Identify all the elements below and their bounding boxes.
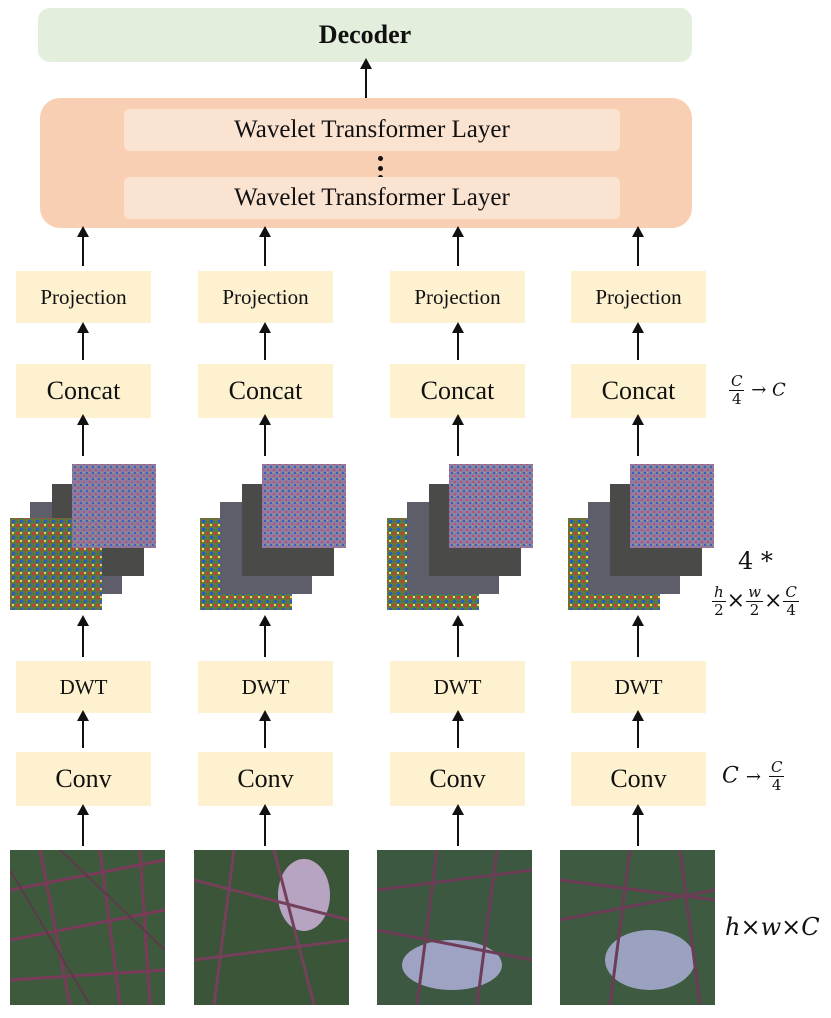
input-image-tile	[377, 850, 532, 1005]
decoder-block: Decoder	[38, 8, 692, 62]
arrow-subbands-to-concat	[452, 414, 464, 456]
arrow-input-to-conv	[632, 804, 644, 846]
arrow-input-to-conv	[77, 804, 89, 846]
conv-block: Conv	[571, 752, 706, 806]
wavelet-transformer-layer-bottom: Wavelet Transformer Layer	[124, 177, 620, 219]
arrow-to-decoder	[360, 58, 372, 98]
projection-block: Projection	[16, 271, 151, 323]
arrow-concat-to-proj	[259, 322, 271, 360]
dwt-block: DWT	[571, 661, 706, 713]
concat-block: Concat	[198, 364, 333, 418]
input-image-tile	[194, 850, 349, 1005]
projection-block: Projection	[571, 271, 706, 323]
subband-stack-icon	[387, 464, 533, 610]
input-image-tile	[10, 850, 165, 1005]
arrow-concat-to-proj	[632, 322, 644, 360]
dwt-block: DWT	[390, 661, 525, 713]
arrow-subbands-to-concat	[77, 414, 89, 456]
concat-block: Concat	[16, 364, 151, 418]
subband-stack-icon	[10, 464, 156, 610]
conv-block: Conv	[390, 752, 525, 806]
arrow-dwt-to-subbands	[452, 615, 464, 657]
arrow-dwt-to-subbands	[632, 615, 644, 657]
arrow-subbands-to-concat	[259, 414, 271, 456]
arrow-conv-to-dwt	[632, 710, 644, 748]
arrow-concat-to-proj	[452, 322, 464, 360]
arrow-proj-to-transformer	[259, 226, 271, 266]
input-image-tile	[560, 850, 715, 1005]
dwt-block: DWT	[16, 661, 151, 713]
arrow-proj-to-transformer	[632, 226, 644, 266]
subband-stack-icon	[200, 464, 346, 610]
conv-block: Conv	[198, 752, 333, 806]
wavelet-transformer-layer-top: Wavelet Transformer Layer	[124, 109, 620, 151]
arrow-input-to-conv	[259, 804, 271, 846]
arrow-conv-to-dwt	[452, 710, 464, 748]
projection-block: Projection	[390, 271, 525, 323]
arrow-proj-to-transformer	[77, 226, 89, 266]
conv-block: Conv	[16, 752, 151, 806]
arrow-dwt-to-subbands	[259, 615, 271, 657]
arrow-conv-to-dwt	[259, 710, 271, 748]
arrow-input-to-conv	[452, 804, 464, 846]
concat-block: Concat	[571, 364, 706, 418]
arrow-concat-to-proj	[77, 322, 89, 360]
dwt-block: DWT	[198, 661, 333, 713]
concat-block: Concat	[390, 364, 525, 418]
arrow-subbands-to-concat	[632, 414, 644, 456]
input-dimension-label: h×w×C	[725, 913, 820, 941]
subband-count-label: 4 *	[738, 547, 773, 575]
arrow-proj-to-transformer	[452, 226, 464, 266]
subband-stack-icon	[568, 464, 714, 610]
projection-block: Projection	[198, 271, 333, 323]
arrow-conv-to-dwt	[77, 710, 89, 748]
arrow-dwt-to-subbands	[77, 615, 89, 657]
